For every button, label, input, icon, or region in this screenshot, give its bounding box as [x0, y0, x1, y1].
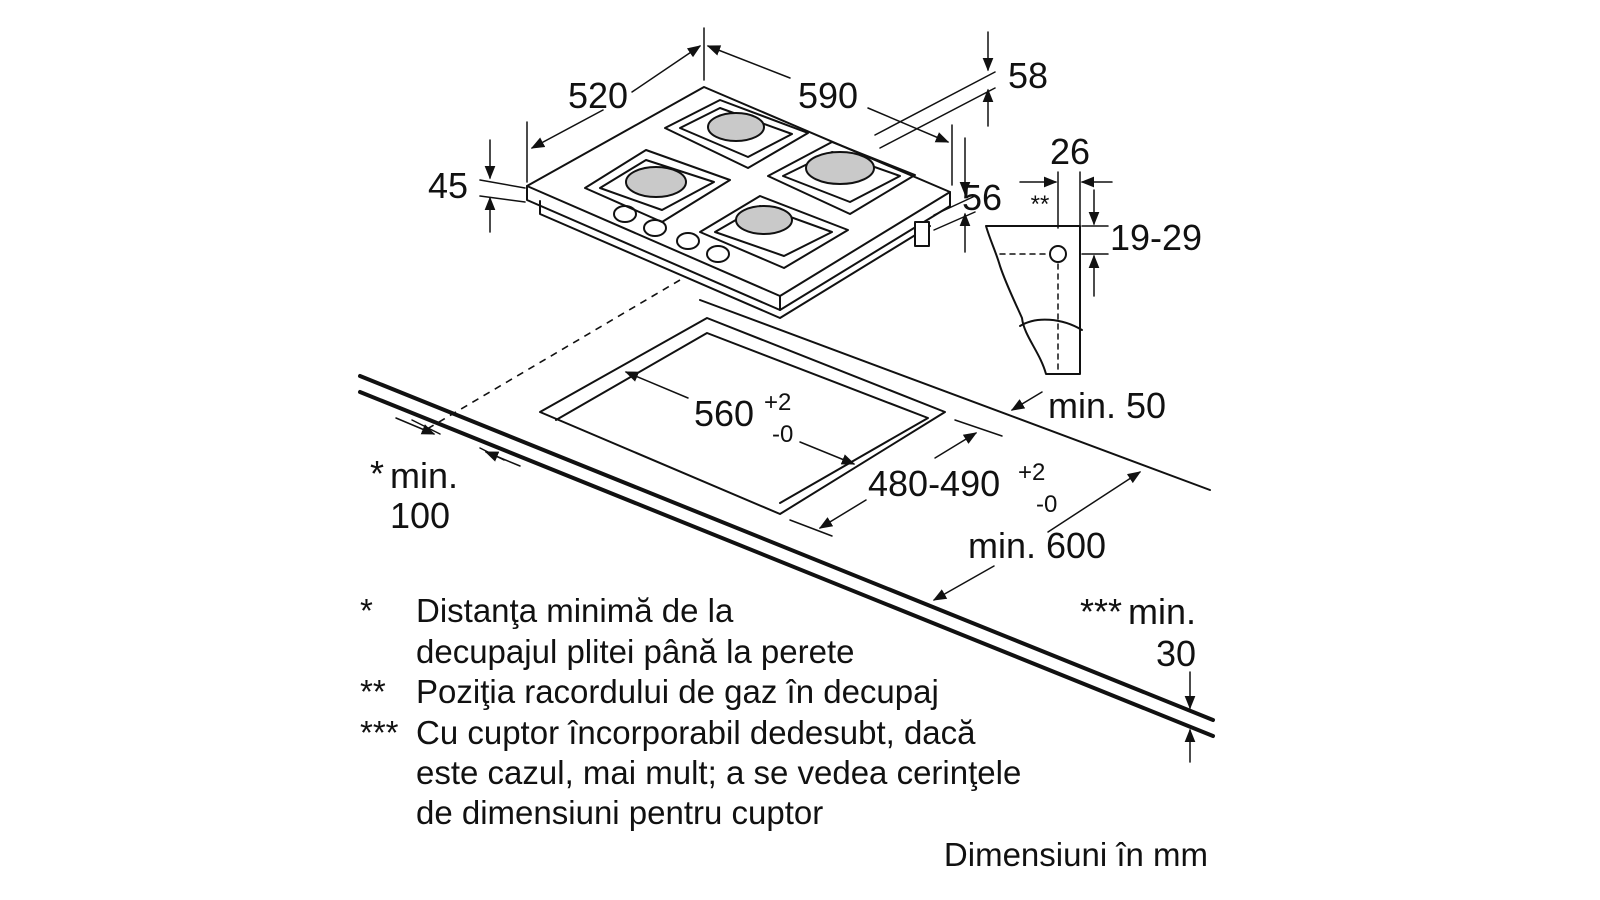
note-3-line-3: de dimensiuni pentru cuptor	[416, 794, 823, 831]
dim-under-value: 30	[1156, 633, 1196, 674]
gas-connection-detail	[985, 171, 1113, 375]
dim-under-mark: ***	[1080, 591, 1122, 632]
note-2-mark: **	[360, 673, 386, 710]
dim-gas-height: 19-29	[1110, 217, 1202, 258]
dim-cutout-width: 560 +2 -0	[694, 389, 793, 448]
note-1-mark: *	[360, 592, 373, 629]
dim-gas-mark: **	[1031, 191, 1050, 218]
note-3-line-1: Cu cuptor încorporabil dedesubt, dacă	[416, 714, 976, 751]
note-3-line-2: este cazul, mai mult; a se vedea cerinţe…	[416, 754, 1021, 791]
dim-gas-offset: 26	[1050, 131, 1090, 172]
dim-cutout-width-value: 560	[694, 393, 754, 434]
dim-height-front: 45	[428, 165, 468, 206]
dimension-lines	[395, 27, 1196, 763]
burners	[625, 112, 875, 235]
dim-cutout-depth: 480-490 +2 -0	[868, 459, 1057, 518]
dim-wall-back: min. 50	[1048, 385, 1166, 426]
footnotes: * Distanţa minimă de la decupajul plitei…	[360, 592, 1021, 831]
dim-cutout-depth-tol-minus: -0	[1036, 491, 1057, 518]
dim-cutout-depth-value: 480-490	[868, 463, 1000, 504]
dim-counter-depth: min. 600	[968, 525, 1106, 566]
dim-cutout-depth-tol-plus: +2	[1018, 459, 1045, 486]
control-knobs	[613, 205, 730, 263]
note-1-line-1: Distanţa minimă de la	[416, 592, 734, 629]
dim-under-label: min.	[1128, 591, 1196, 632]
note-3-mark: ***	[360, 714, 399, 751]
dim-side-mark: *	[370, 453, 384, 494]
dim-height-back: 58	[1008, 55, 1048, 96]
countertop	[358, 299, 1215, 738]
dim-depth: 520	[568, 75, 628, 116]
dim-cutout-width-tol-plus: +2	[764, 389, 791, 416]
dim-side-label: min.	[390, 455, 458, 496]
hob	[526, 86, 951, 319]
dim-side-clearance: * min. 100	[370, 453, 458, 536]
dim-width: 590	[798, 75, 858, 116]
dim-under-clearance: *** min. 30	[1080, 591, 1196, 674]
note-1-line-2: decupajul plitei până la perete	[416, 633, 855, 670]
gas-connector-icon	[914, 221, 930, 247]
dim-height-right: 56	[962, 177, 1002, 218]
dim-side-value: 100	[390, 495, 450, 536]
units-note: Dimensiuni în mm	[944, 836, 1208, 873]
note-2-line-1: Poziţia racordului de gaz în decupaj	[416, 673, 939, 710]
cutout	[539, 317, 946, 515]
dim-cutout-width-tol-minus: -0	[772, 421, 793, 448]
